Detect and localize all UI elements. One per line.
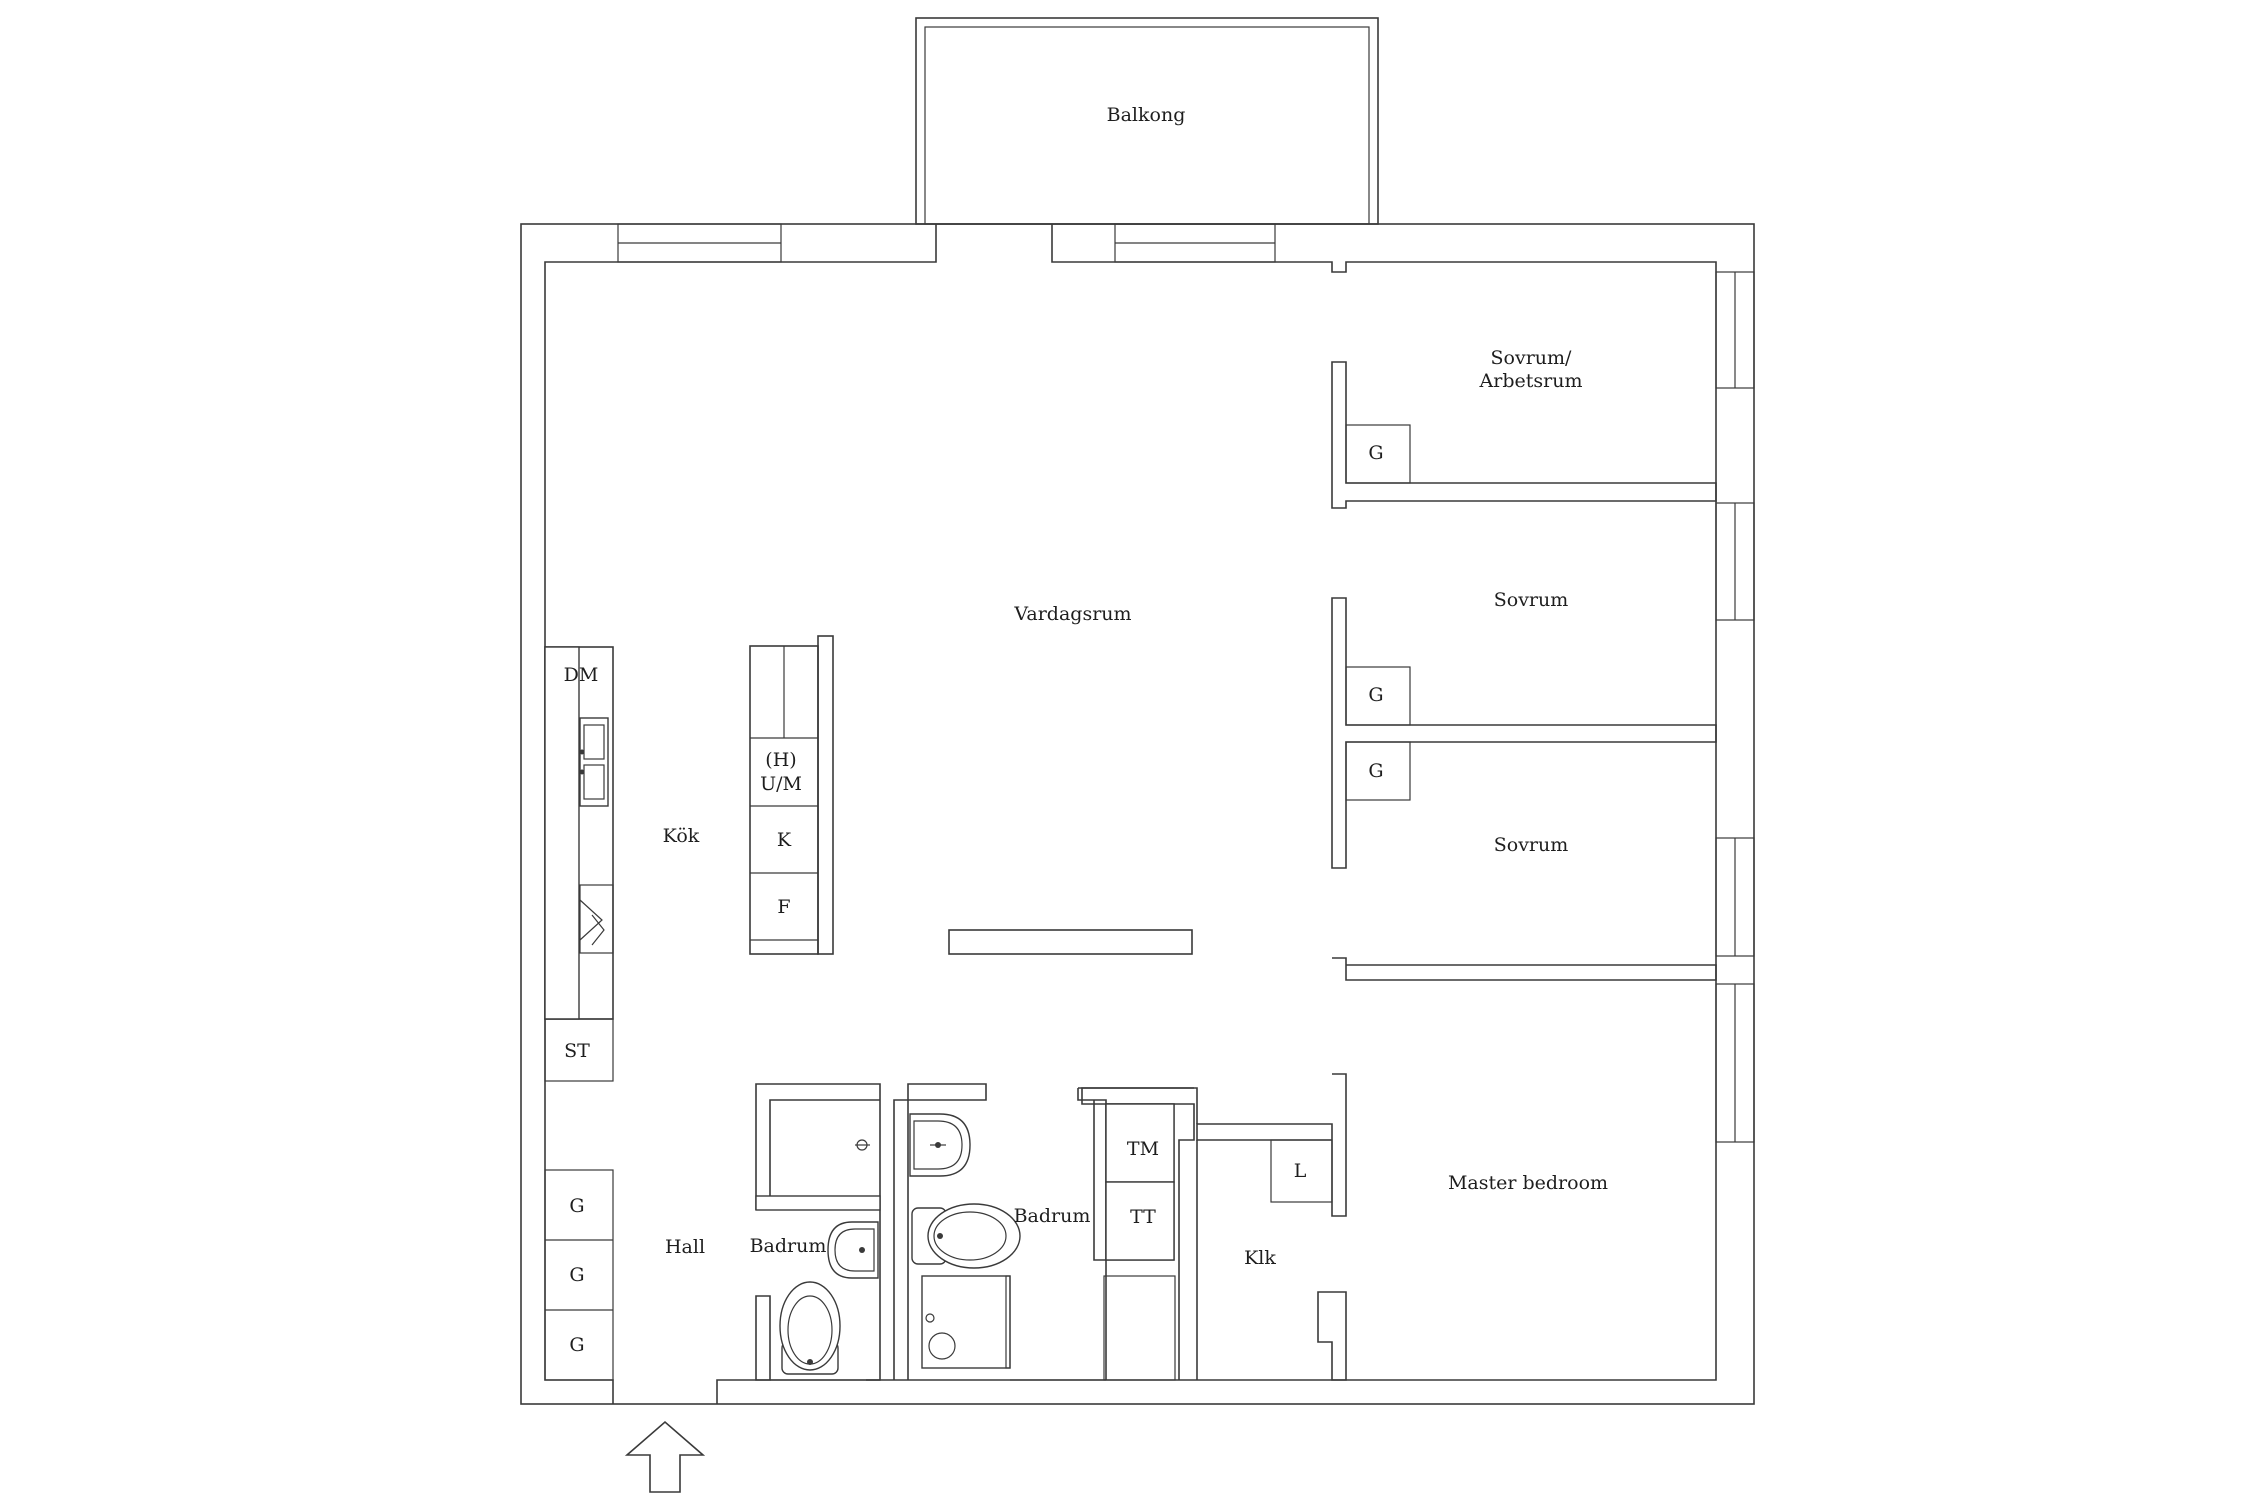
room-label-bedroom-2: Sovrum xyxy=(1494,834,1569,856)
room-label-bathroom-middle: Badrum xyxy=(1014,1205,1091,1227)
room-label-balcony: Balkong xyxy=(1107,104,1186,126)
room-label-office-2: Arbetsrum xyxy=(1479,370,1583,392)
room-label-bathroom-left: Badrum xyxy=(750,1235,827,1257)
fixture-label-storage: ST xyxy=(564,1040,590,1062)
fixture-label-dishwasher: DM xyxy=(564,664,599,686)
fixture-label-linen: L xyxy=(1294,1160,1307,1182)
hall-wardrobes xyxy=(544,1169,614,1381)
bathroom-left xyxy=(755,1083,881,1381)
room-label-closet: Klk xyxy=(1244,1247,1276,1269)
room-label-bedroom-1: Sovrum xyxy=(1494,589,1569,611)
fixture-label-wardrobe-bedroom-2: G xyxy=(1368,760,1383,782)
entrance-arrow-icon xyxy=(624,1420,706,1493)
fixture-label-oven-2: U/M xyxy=(760,773,802,795)
fixture-label-fridge: K xyxy=(777,829,792,851)
bathroom-middle xyxy=(893,1083,1194,1381)
room-labels: Balkong Vardagsrum Sovrum/ Arbetsrum Sov… xyxy=(663,104,1608,1269)
fixture-label-dryer: TT xyxy=(1130,1206,1156,1228)
fixture-label-wardrobe-office: G xyxy=(1368,442,1383,464)
bedroom-walls xyxy=(1331,361,1717,981)
master-walls xyxy=(1081,1073,1347,1381)
room-label-living: Vardagsrum xyxy=(1013,603,1131,625)
room-label-master: Master bedroom xyxy=(1448,1172,1608,1194)
fixture-label-wardrobe-hall-3: G xyxy=(569,1334,584,1356)
fixture-label-washer: TM xyxy=(1127,1138,1159,1160)
room-label-office-1: Sovrum/ xyxy=(1491,347,1573,369)
fixture-label-wardrobe-hall-2: G xyxy=(569,1264,584,1286)
fixture-label-oven-1: (H) xyxy=(765,749,796,771)
kitchen xyxy=(544,635,1193,1082)
fixture-label-freezer: F xyxy=(777,896,790,918)
fixture-labels: DM (H) U/M K F ST G G G G G G TM TT L xyxy=(564,442,1384,1356)
room-label-hall: Hall xyxy=(665,1236,705,1258)
fixture-label-wardrobe-hall-1: G xyxy=(569,1195,584,1217)
room-label-kitchen: Kök xyxy=(663,825,700,847)
fixture-label-wardrobe-bedroom-1: G xyxy=(1368,684,1383,706)
